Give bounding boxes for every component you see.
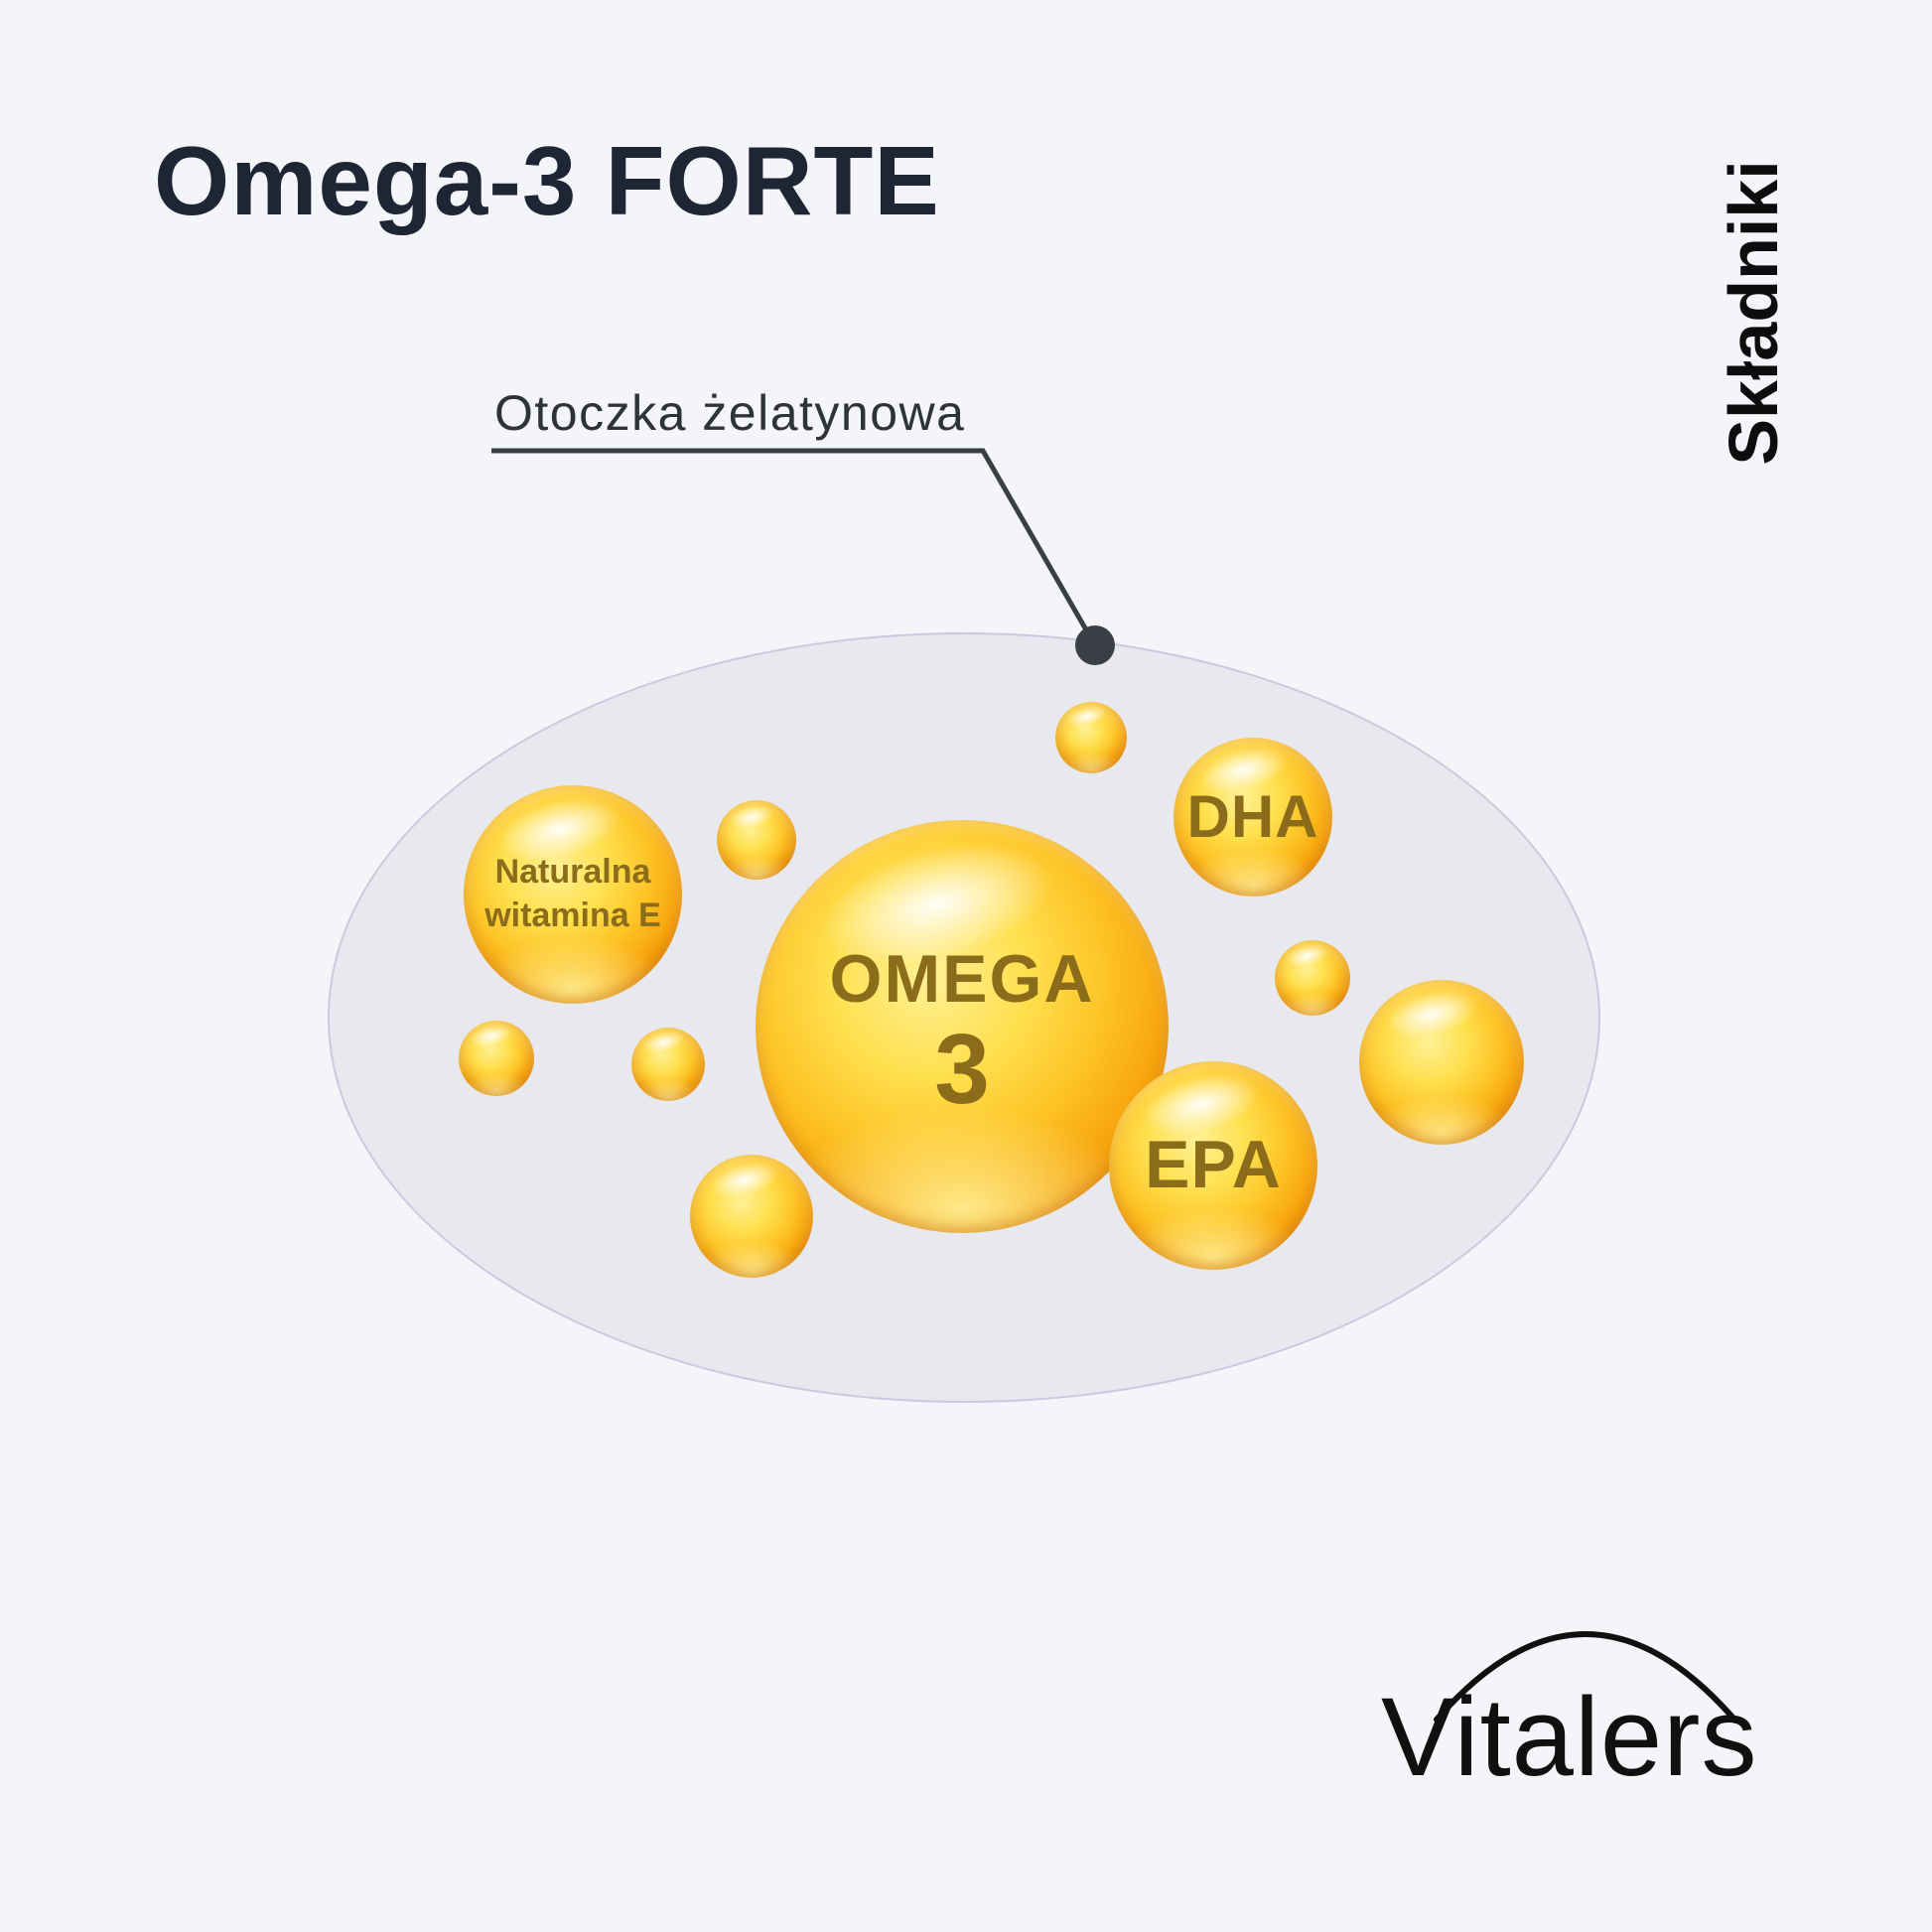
bubble-epa-label: EPA [1145, 1127, 1282, 1203]
bubble-vitamin-e-label: Naturalna witamina E [464, 785, 682, 1004]
bubble-decorative-1 [1055, 702, 1127, 773]
callout-label: Otoczka żelatynowa [494, 385, 966, 441]
brand-logo: Vitalers [1381, 1675, 1758, 1799]
bubble-omega-3-line1: OMEGA [829, 940, 1095, 1017]
bubble-decorative-5 [690, 1155, 813, 1278]
bubble-decorative-7 [1359, 980, 1524, 1145]
leader-line-path [491, 448, 1098, 647]
bubble-decorative-3 [459, 1021, 534, 1096]
product-title: Omega-3 FORTE [154, 126, 940, 235]
bubble-dha-label: DHA [1186, 782, 1319, 850]
bubble-dha: DHA [1173, 738, 1332, 897]
bubble-omega-3: OMEGA 3 [756, 820, 1169, 1233]
bubble-omega-3-label: OMEGA 3 [756, 820, 1169, 1233]
bubble-epa: EPA [1109, 1061, 1317, 1270]
bubble-vitamin-e-line1: Naturalna [494, 853, 651, 892]
bubble-vitamin-e: Naturalna witamina E [464, 785, 682, 1004]
bubble-decorative-4 [631, 1028, 705, 1101]
bubble-omega-3-line2: 3 [934, 1014, 990, 1126]
bubble-decorative-6 [1275, 940, 1350, 1016]
bubble-vitamin-e-line2: witamina E [484, 897, 661, 934]
section-label-vertical: Składniki [1715, 160, 1792, 466]
bubble-decorative-2 [717, 800, 796, 880]
